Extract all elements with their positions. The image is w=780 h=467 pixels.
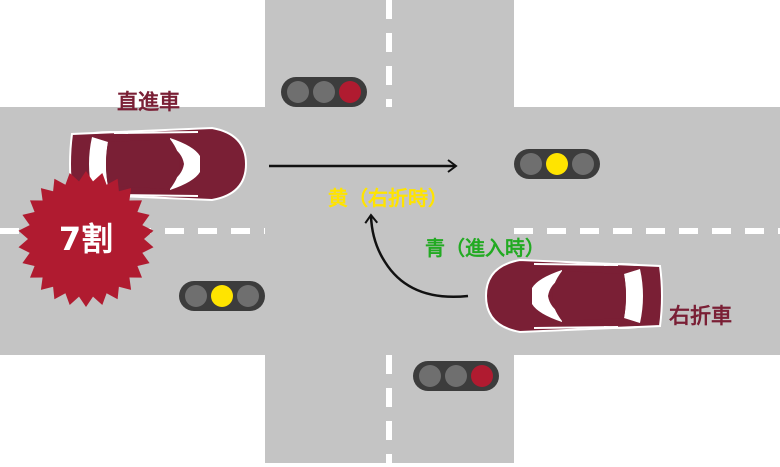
signal-lamp-left — [287, 81, 309, 103]
signal-lamp-left — [520, 153, 542, 175]
signal-lamp-middle — [211, 285, 233, 307]
signal-lamp-right — [471, 365, 493, 387]
signal-lamp-middle — [445, 365, 467, 387]
signal-lamp-middle — [313, 81, 335, 103]
traffic-signal-left — [179, 281, 265, 311]
badge-label: 7割 — [58, 220, 114, 258]
traffic-signal-top — [281, 77, 367, 107]
curved-arrow-icon — [364, 213, 469, 298]
signal-lamp-left — [185, 285, 207, 307]
signal-lamp-middle — [546, 153, 568, 175]
traffic-signal-right — [514, 149, 600, 179]
signal-lamp-right — [339, 81, 361, 103]
right-turn-car — [485, 259, 663, 333]
traffic-signal-bottom — [413, 361, 499, 391]
right-turn-car-label: 右折車 — [669, 304, 732, 328]
yellow-signal-label: 黄（右折時） — [328, 186, 448, 210]
signal-lamp-right — [572, 153, 594, 175]
signal-lamp-right — [237, 285, 259, 307]
signal-lamp-left — [419, 365, 441, 387]
green-signal-label: 青（進入時） — [425, 236, 545, 260]
starburst-badge-icon — [18, 171, 154, 307]
straight-car-label: 直進車 — [117, 90, 180, 114]
